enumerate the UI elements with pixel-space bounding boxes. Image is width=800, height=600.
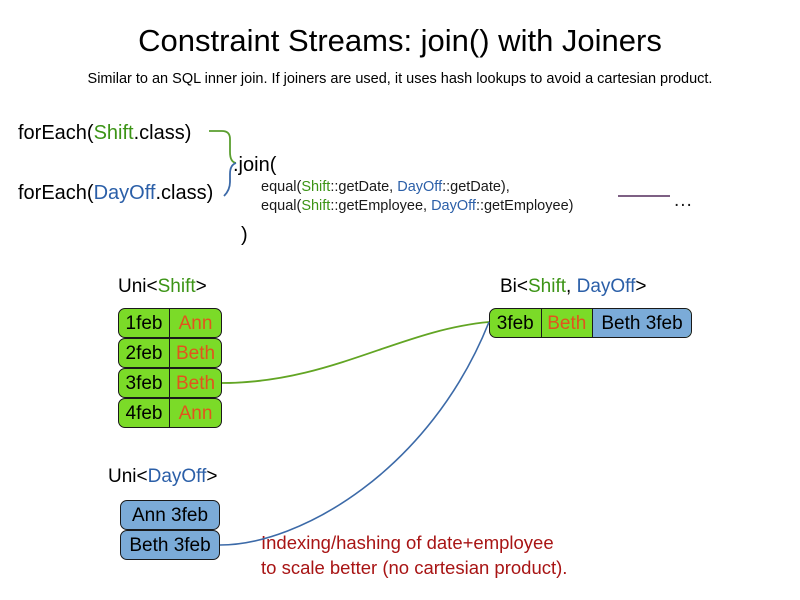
code-foreach-dayoff: forEach(DayOff.class) bbox=[18, 180, 213, 206]
bi-tuple-dayoff: Beth 3feb bbox=[593, 309, 691, 337]
code-foreach-shift: forEach(Shift.class) bbox=[18, 120, 191, 146]
hashing-annotation-line1: Indexing/hashing of date+employee bbox=[261, 532, 554, 553]
label-uni-dayoff-prefix: Uni< bbox=[108, 466, 148, 487]
label-bi-sep: , bbox=[566, 276, 577, 297]
shift-fact-person: Beth bbox=[175, 372, 216, 394]
label-uni-dayoff: Uni<DayOff> bbox=[108, 465, 218, 489]
label-uni-shift: Uni<Shift> bbox=[118, 275, 207, 299]
shift-fact-row: 1feb Ann bbox=[118, 308, 222, 338]
code-foreach-shift-suffix: .class) bbox=[133, 122, 192, 144]
joiner-2-right-type: DayOff bbox=[431, 198, 476, 214]
connector-shift-to-join bbox=[209, 130, 237, 164]
dayoff-fact-row: Ann 3feb bbox=[120, 500, 220, 530]
joiner-1-left-type: Shift bbox=[301, 179, 331, 195]
bi-tuple-date: 3feb bbox=[490, 309, 542, 337]
label-uni-dayoff-type: DayOff bbox=[147, 466, 207, 487]
label-uni-dayoff-suffix: > bbox=[206, 466, 218, 487]
continuation-ellipsis: ... bbox=[674, 190, 693, 211]
bi-tuple-person: Beth bbox=[542, 309, 593, 337]
code-join-close: ) bbox=[241, 224, 248, 246]
shift-fact-date: 3feb bbox=[119, 369, 171, 397]
shift-fact-row: 2feb Beth bbox=[118, 338, 222, 368]
label-bi-type-a: Shift bbox=[528, 276, 567, 297]
shift-fact-date: 1feb bbox=[119, 309, 171, 337]
connector-dayoff-fact-to-bi bbox=[219, 321, 490, 546]
hashing-annotation-line2: to scale better (no cartesian product). bbox=[261, 557, 568, 578]
code-foreach-shift-prefix: forEach( bbox=[18, 122, 94, 144]
page-title: Constraint Streams: join() with Joiners bbox=[138, 23, 662, 58]
page-subtitle: Similar to an SQL inner join. If joiners… bbox=[87, 71, 713, 87]
dayoff-fact-text: Ann 3feb bbox=[131, 504, 209, 526]
label-bi-prefix: Bi< bbox=[500, 276, 528, 297]
shift-fact-date: 4feb bbox=[119, 399, 171, 427]
code-joiner-equal-employee: equal(Shift::getEmployee, DayOff::getEmp… bbox=[261, 197, 573, 216]
code-join-open: .join( bbox=[233, 154, 277, 176]
connector-shift-fact-to-bi bbox=[221, 321, 490, 384]
shift-fact-row: 4feb Ann bbox=[118, 398, 222, 428]
shift-fact-person: Beth bbox=[175, 342, 216, 364]
code-foreach-shift-type: Shift bbox=[93, 122, 134, 144]
shift-fact-person: Ann bbox=[178, 312, 213, 334]
label-uni-shift-type: Shift bbox=[157, 276, 196, 297]
label-uni-shift-suffix: > bbox=[195, 276, 207, 297]
joiner-1-fn: equal( bbox=[261, 179, 302, 195]
joiner-1-right-ref: ::getDate), bbox=[442, 179, 510, 195]
joiner-2-left-type: Shift bbox=[301, 198, 331, 214]
label-bi-suffix: > bbox=[635, 276, 647, 297]
label-bi-type-b: DayOff bbox=[576, 276, 636, 297]
joiner-2-left-ref: ::getEmployee, bbox=[330, 198, 432, 214]
code-foreach-dayoff-prefix: forEach( bbox=[18, 182, 94, 204]
label-uni-shift-prefix: Uni< bbox=[118, 276, 158, 297]
dayoff-fact-row: Beth 3feb bbox=[120, 530, 220, 560]
joiner-1-right-type: DayOff bbox=[397, 179, 443, 195]
shift-fact-person: Ann bbox=[178, 402, 213, 424]
code-foreach-dayoff-type: DayOff bbox=[93, 182, 156, 204]
joiner-2-fn: equal( bbox=[261, 198, 302, 214]
label-bi-stream: Bi<Shift, DayOff> bbox=[500, 275, 646, 299]
dayoff-fact-text: Beth 3feb bbox=[129, 534, 211, 556]
hashing-annotation: Indexing/hashing of date+employee to sca… bbox=[261, 530, 567, 580]
shift-fact-date: 2feb bbox=[119, 339, 171, 367]
joiner-2-right-ref: ::getEmployee) bbox=[475, 198, 574, 214]
code-joiner-equal-date: equal(Shift::getDate, DayOff::getDate), bbox=[261, 178, 510, 197]
bi-tuple-row: 3feb Beth Beth 3feb bbox=[489, 308, 692, 338]
joiner-1-left-ref: ::getDate, bbox=[330, 179, 398, 195]
code-foreach-dayoff-suffix: .class) bbox=[155, 182, 214, 204]
shift-fact-row: 3feb Beth bbox=[118, 368, 222, 398]
